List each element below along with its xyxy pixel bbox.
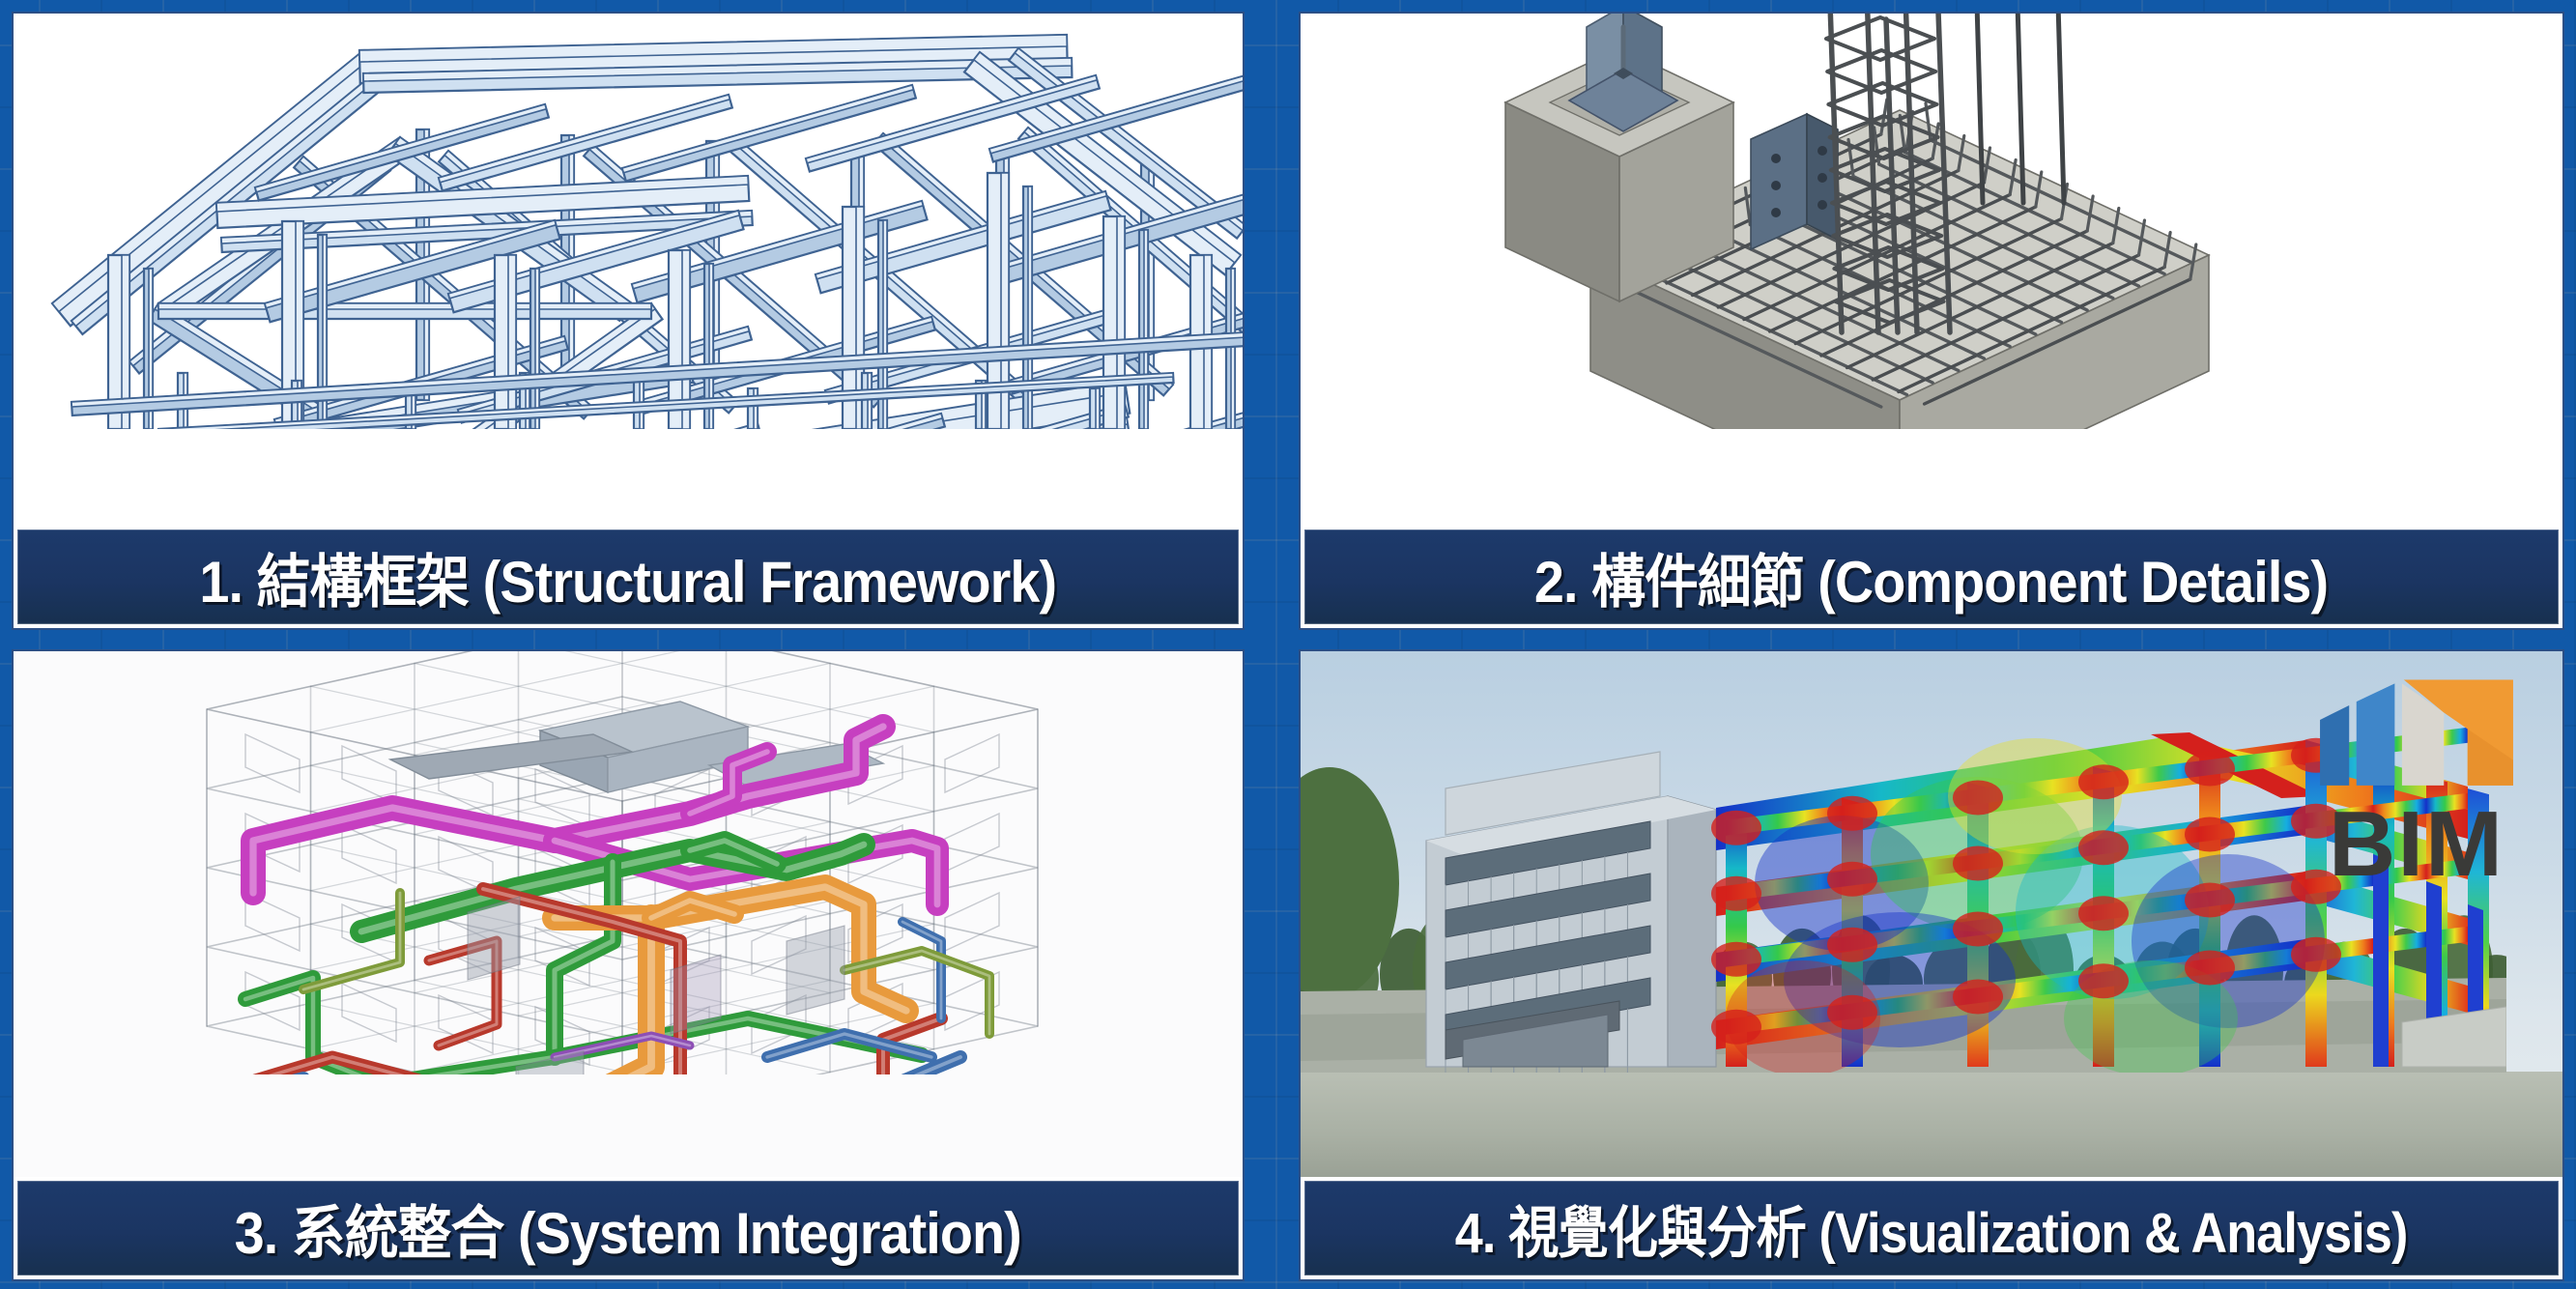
system-integration-illustration (14, 651, 1243, 1177)
component-details-illustration (1301, 14, 2562, 526)
panel-3-caption-text: 3. 系統整合 (System Integration) (234, 1200, 1022, 1266)
panel-3-caption: 3. 系統整合 (System Integration) (14, 1177, 1243, 1279)
panel-1-caption-text: 1. 結構框架 (Structural Framework) (199, 549, 1058, 615)
panel-visualization-analysis[interactable]: BIM 4. 視覺化與分析 (Visualization & Analysis) (1266, 640, 2576, 1289)
panel-system-integration[interactable]: 3. 系統整合 (System Integration) (0, 640, 1266, 1289)
panel-4-caption-text: 4. 視覺化與分析 (Visualization & Analysis) (1455, 1202, 2409, 1265)
structural-framework-illustration (14, 14, 1243, 526)
bim-logo: BIM (2305, 673, 2528, 896)
bim-building-icon (2320, 679, 2513, 786)
bim-logo-text: BIM (2329, 792, 2504, 896)
panel-structural-framework[interactable]: 1. 結構框架 (Structural Framework) (0, 0, 1266, 640)
panel-1-caption: 1. 結構框架 (Structural Framework) (14, 526, 1243, 628)
panel-component-details[interactable]: 2. 構件細節 (Component Details) (1266, 0, 2576, 640)
panel-4-caption: 4. 視覺化與分析 (Visualization & Analysis) (1301, 1177, 2562, 1279)
bim-logo-mark (2305, 673, 2528, 800)
visualization-analysis-illustration: BIM (1301, 651, 2562, 1177)
panel-2-caption-text: 2. 構件細節 (Component Details) (1534, 549, 2329, 615)
panel-2-caption: 2. 構件細節 (Component Details) (1301, 526, 2562, 628)
